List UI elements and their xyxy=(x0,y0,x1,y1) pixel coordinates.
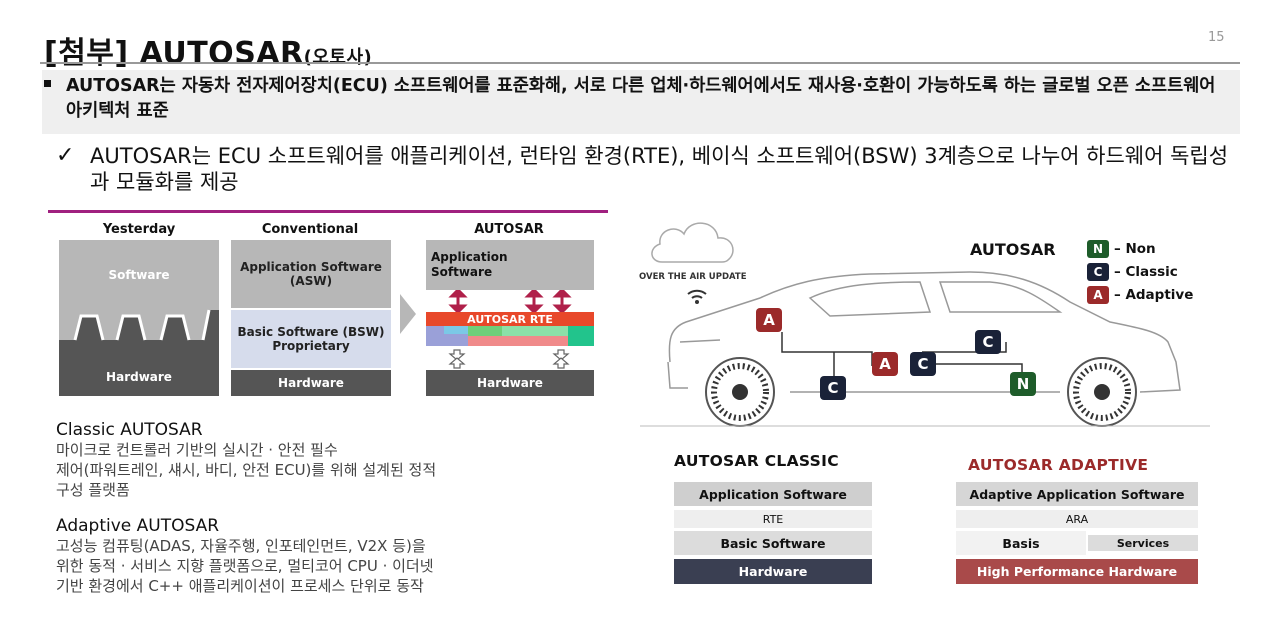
title-main: [첨부] AUTOSAR xyxy=(44,36,304,71)
classic-stack-rte: RTE xyxy=(674,510,872,528)
adaptive-stack-title: AUTOSAR ADAPTIVE xyxy=(968,456,1149,474)
cloud-icon xyxy=(651,222,734,263)
legend-adaptive-badge: A xyxy=(1087,286,1109,304)
ecu-non-badge: N xyxy=(1010,372,1036,396)
conventional-asw-block: Application Software (ASW) xyxy=(231,240,391,308)
adaptive-description: 고성능 컴퓨팅(ADAS, 자율주행, 인포테인먼트, V2X 등)을 위한 동… xyxy=(56,536,616,596)
ecu-classic-badge-rear: C xyxy=(975,330,1001,354)
classic-stack-hardware: Hardware xyxy=(674,559,872,584)
yesterday-hardware-shape xyxy=(59,310,219,396)
legend-non-label: – Non xyxy=(1114,241,1156,257)
autosar-app-block xyxy=(426,240,594,290)
yesterday-stack xyxy=(59,240,219,396)
legend-classic-badge: C xyxy=(1087,263,1109,281)
column-header-conventional: Conventional xyxy=(261,222,359,237)
front-wheel xyxy=(705,357,775,427)
yesterday-software-label: Software xyxy=(108,268,170,282)
chevron-right-icon xyxy=(400,294,416,334)
rear-wheel xyxy=(1067,357,1137,427)
ecu-adaptive-badge: A xyxy=(756,308,782,332)
ota-label: OVER THE AIR UPDATE xyxy=(639,272,747,282)
ecu-classic-badge-front: C xyxy=(820,376,846,400)
conventional-hardware-block: Hardware xyxy=(231,370,391,396)
adaptive-stack-app: Adaptive Application Software xyxy=(956,482,1198,506)
column-header-yesterday: Yesterday xyxy=(102,222,176,237)
classic-heading: Classic AUTOSAR xyxy=(56,420,203,440)
ecu-classic-badge-center: C xyxy=(910,352,936,376)
autosar-rte-label: AUTOSAR RTE xyxy=(467,312,553,326)
adaptive-line-1: 고성능 컴퓨팅(ADAS, 자율주행, 인포테인먼트, V2X 등)을 xyxy=(56,537,426,555)
legend-classic-label: – Classic xyxy=(1114,264,1178,280)
adaptive-stack-hardware: High Performance Hardware xyxy=(956,559,1198,584)
title-sub: (오토사) xyxy=(303,47,373,68)
adaptive-stack-basis: Basis xyxy=(956,531,1086,555)
legend-non-badge: N xyxy=(1087,240,1109,258)
classic-stack-title: AUTOSAR CLASSIC xyxy=(674,452,839,470)
page-title: [첨부] AUTOSAR(오토사) xyxy=(44,28,372,72)
ecu-adaptive-badge-center: A xyxy=(872,352,898,376)
yesterday-hardware-label: Hardware xyxy=(106,370,172,384)
classic-description: 마이크로 컨트롤러 기반의 실시간 · 안전 필수 제어(파워트레인, 섀시, … xyxy=(56,440,616,500)
title-divider xyxy=(40,62,1240,64)
adaptive-stack-ara: ARA xyxy=(956,510,1198,528)
autosar-app-label: Application Software xyxy=(431,250,508,279)
wifi-icon xyxy=(687,289,707,299)
classic-line-1: 마이크로 컨트롤러 기반의 실시간 · 안전 필수 xyxy=(56,441,338,459)
classic-line-3: 구성 플랫폼 xyxy=(56,481,130,499)
checkmark-icon: ✓ xyxy=(56,143,75,168)
summary-box xyxy=(42,70,1240,134)
legend-title: AUTOSAR xyxy=(970,240,1056,259)
autosar-rte-illustration xyxy=(426,290,594,369)
page-number: 15 xyxy=(1208,30,1225,45)
classic-line-2: 제어(파워트레인, 섀시, 바디, 안전 ECU)를 위해 설계된 정적 xyxy=(56,461,437,479)
square-bullet-icon xyxy=(44,80,51,87)
summary-text: AUTOSAR는 자동차 전자제어장치(ECU) 소프트웨어를 표준화해, 서로… xyxy=(66,76,1216,121)
classic-stack-bsw: Basic Software xyxy=(674,531,872,555)
conventional-bsw-block: Basic Software (BSW) Proprietary xyxy=(231,310,391,368)
adaptive-stack-services: Services xyxy=(1088,535,1198,551)
key-point-text: AUTOSAR는 ECU 소프트웨어를 애플리케이션, 런타임 환경(RTE),… xyxy=(90,144,1229,194)
adaptive-heading: Adaptive AUTOSAR xyxy=(56,516,220,536)
classic-stack-app: Application Software xyxy=(674,482,872,506)
legend-adaptive-label: – Adaptive xyxy=(1114,287,1194,303)
autosar-hardware-block: Hardware xyxy=(426,370,594,396)
adaptive-line-2: 위한 동적 · 서비스 지향 플랫폼으로, 멀티코어 CPU · 이더넷 xyxy=(56,557,434,575)
adaptive-line-3: 기반 환경에서 C++ 애플리케이션이 프로세스 단위로 동작 xyxy=(56,577,424,595)
column-header-autosar: AUTOSAR xyxy=(474,222,544,237)
diagram-top-rule xyxy=(48,210,608,213)
architecture-evolution-diagram: Yesterday Software Hardware Conventional… xyxy=(30,216,610,406)
